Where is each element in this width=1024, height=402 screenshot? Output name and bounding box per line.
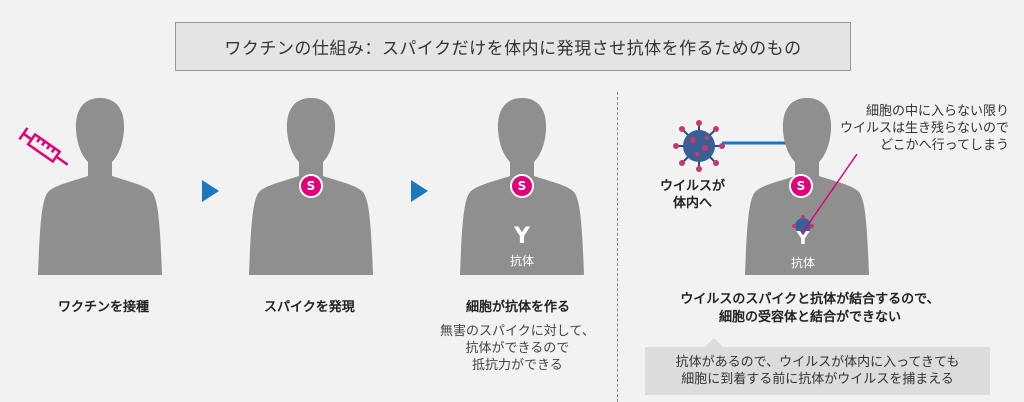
- virus-fate-callout: 細胞の中に入らない限り ウイルスは生き残らないので どこかへ行ってしまう: [840, 104, 1010, 153]
- binding-result-label: ウイルスのスパイクと抗体が結合するので、 細胞の受容体と結合ができない: [680, 292, 940, 325]
- spike-badge: S: [510, 174, 534, 198]
- syringe-icon: [18, 127, 69, 166]
- step-arrow-1: [202, 180, 219, 202]
- antibody-icon: Y: [514, 224, 530, 249]
- panel-antibody: S Y 抗体: [442, 90, 602, 280]
- step-arrow-2: [411, 180, 428, 202]
- section-divider: [617, 92, 618, 402]
- summary-box: 抗体があるので、ウイルスが体内に入ってきても 細胞に到着する前に抗体がウイルスを…: [645, 338, 990, 395]
- panel-spike: S: [231, 90, 391, 280]
- callout-leader-line: [802, 153, 858, 233]
- spike-badge: S: [299, 174, 323, 198]
- step-label-antibody: 細胞が抗体を作る: [466, 300, 571, 315]
- panel-virus-blocked: S Y 抗体: [727, 90, 887, 280]
- antibody-label: 抗体: [790, 256, 815, 270]
- panel-vaccinate: [18, 90, 180, 280]
- diagram-title: ワクチンの仕組み：スパイクだけを体内に発現させ抗体を作るためのもの: [175, 22, 851, 71]
- virus-icon: [792, 215, 814, 237]
- step-label-vaccinate: ワクチンを接種: [58, 300, 150, 315]
- antibody-icon: Y: [796, 228, 810, 249]
- antibody-note: 無害のスパイクに対して、 抗体ができるので 抵抗力ができる: [440, 324, 595, 373]
- virus-icon: [673, 120, 725, 172]
- antibody-label: 抗体: [509, 254, 534, 268]
- spike-badge: S: [789, 174, 813, 198]
- step-label-spike: スパイクを発現: [264, 300, 355, 315]
- human-silhouette: [38, 98, 162, 275]
- virus-label: ウイルスが 体内へ: [660, 179, 726, 211]
